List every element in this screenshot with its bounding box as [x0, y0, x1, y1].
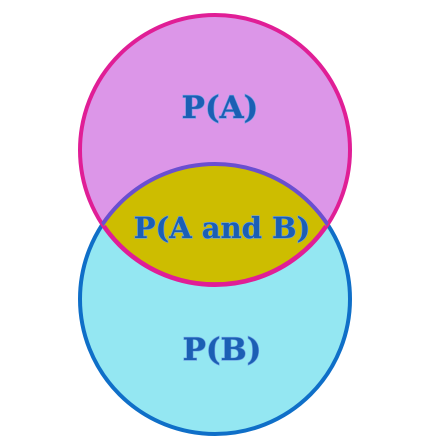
- set-b-label: P(B): [183, 332, 262, 368]
- intersection-region: [80, 164, 350, 285]
- intersection-bottom-boundary: [102, 224, 328, 287]
- intersection-top-boundary: [80, 162, 350, 285]
- set-a-label: P(A): [182, 90, 259, 126]
- intersection-label: P(A and B): [134, 211, 311, 245]
